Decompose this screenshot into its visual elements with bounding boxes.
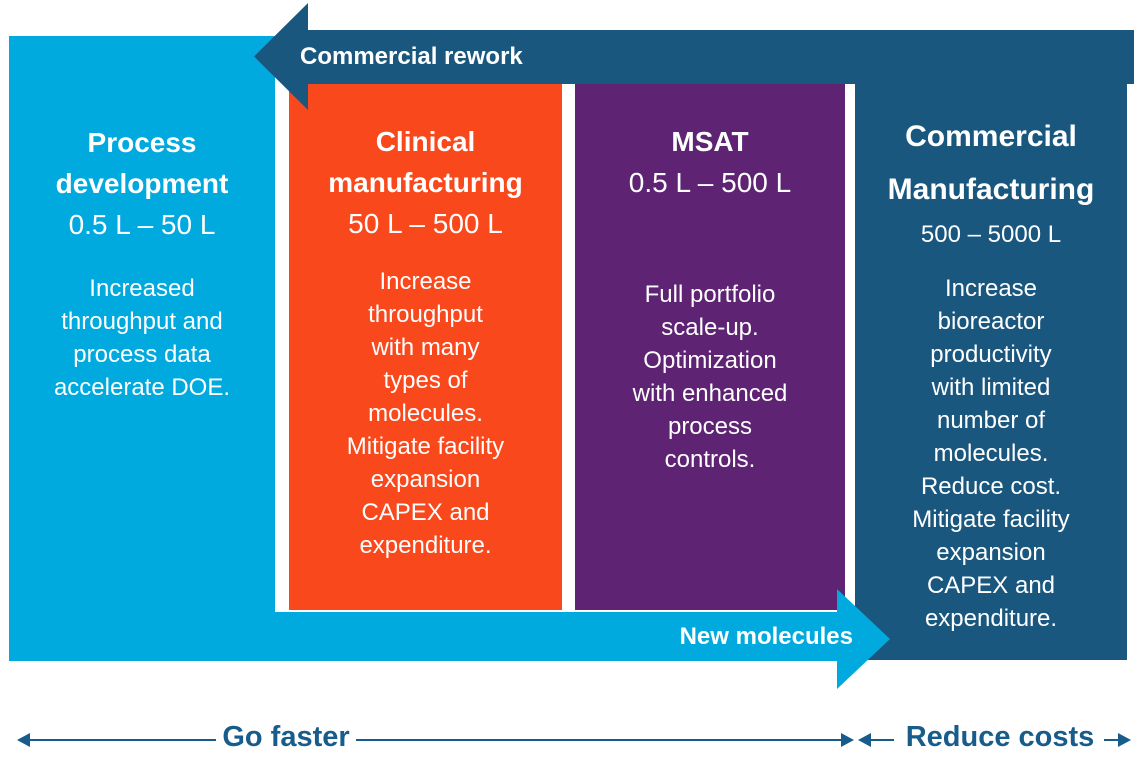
- panel-title: Process development: [55, 127, 229, 199]
- new-molecules-arrow-band: [275, 612, 837, 661]
- go-faster-line-right: [356, 739, 841, 741]
- arrowhead-right-icon: [1118, 733, 1131, 747]
- panel-volume-range: 50 L – 500 L: [348, 208, 503, 239]
- panel-process-development: Process development 0.5 L – 50 L Increas…: [9, 36, 275, 661]
- go-faster-label: Go faster: [222, 721, 350, 753]
- panel-title: Clinical manufacturing: [328, 126, 523, 198]
- arrowhead-right-icon: [841, 733, 854, 747]
- panel-volume-range: 0.5 L – 500 L: [628, 167, 792, 198]
- panel-title: MSAT: [671, 126, 749, 157]
- panel-msat: MSAT 0.5 L – 500 L Full portfolio scale-…: [575, 83, 845, 610]
- reduce-costs-line-left: [869, 739, 894, 741]
- go-faster-line-left: [30, 739, 216, 741]
- panel-title: Commercial Manufacturing: [887, 120, 1095, 206]
- panel-volume-range: 0.5 L – 50 L: [68, 209, 216, 240]
- reduce-costs-line-right: [1104, 739, 1119, 741]
- reduce-costs-label: Reduce costs: [905, 721, 1095, 753]
- panel-clinical-manufacturing: Clinical manufacturing 50 L – 500 L Incr…: [289, 83, 562, 610]
- panel-description: Full portfolio scale-up. Optimization wi…: [632, 281, 788, 473]
- new-molecules-label: New molecules: [679, 623, 853, 650]
- commercial-rework-arrow-band: [307, 30, 1134, 84]
- commercial-rework-label: Commercial rework: [300, 43, 523, 70]
- panel-description: Increased throughput and process data ac…: [53, 275, 231, 401]
- panel-commercial-manufacturing: Commercial Manufacturing 500 – 5000 L In…: [855, 30, 1127, 660]
- arrowhead-left-icon: [17, 733, 30, 747]
- arrowhead-left-icon: [858, 733, 871, 747]
- panel-volume-range: 500 – 5000 L: [920, 221, 1062, 248]
- panel-description: Increase bioreactor productivity with li…: [912, 275, 1070, 632]
- panel-description: Increase throughput with many types of m…: [346, 268, 505, 559]
